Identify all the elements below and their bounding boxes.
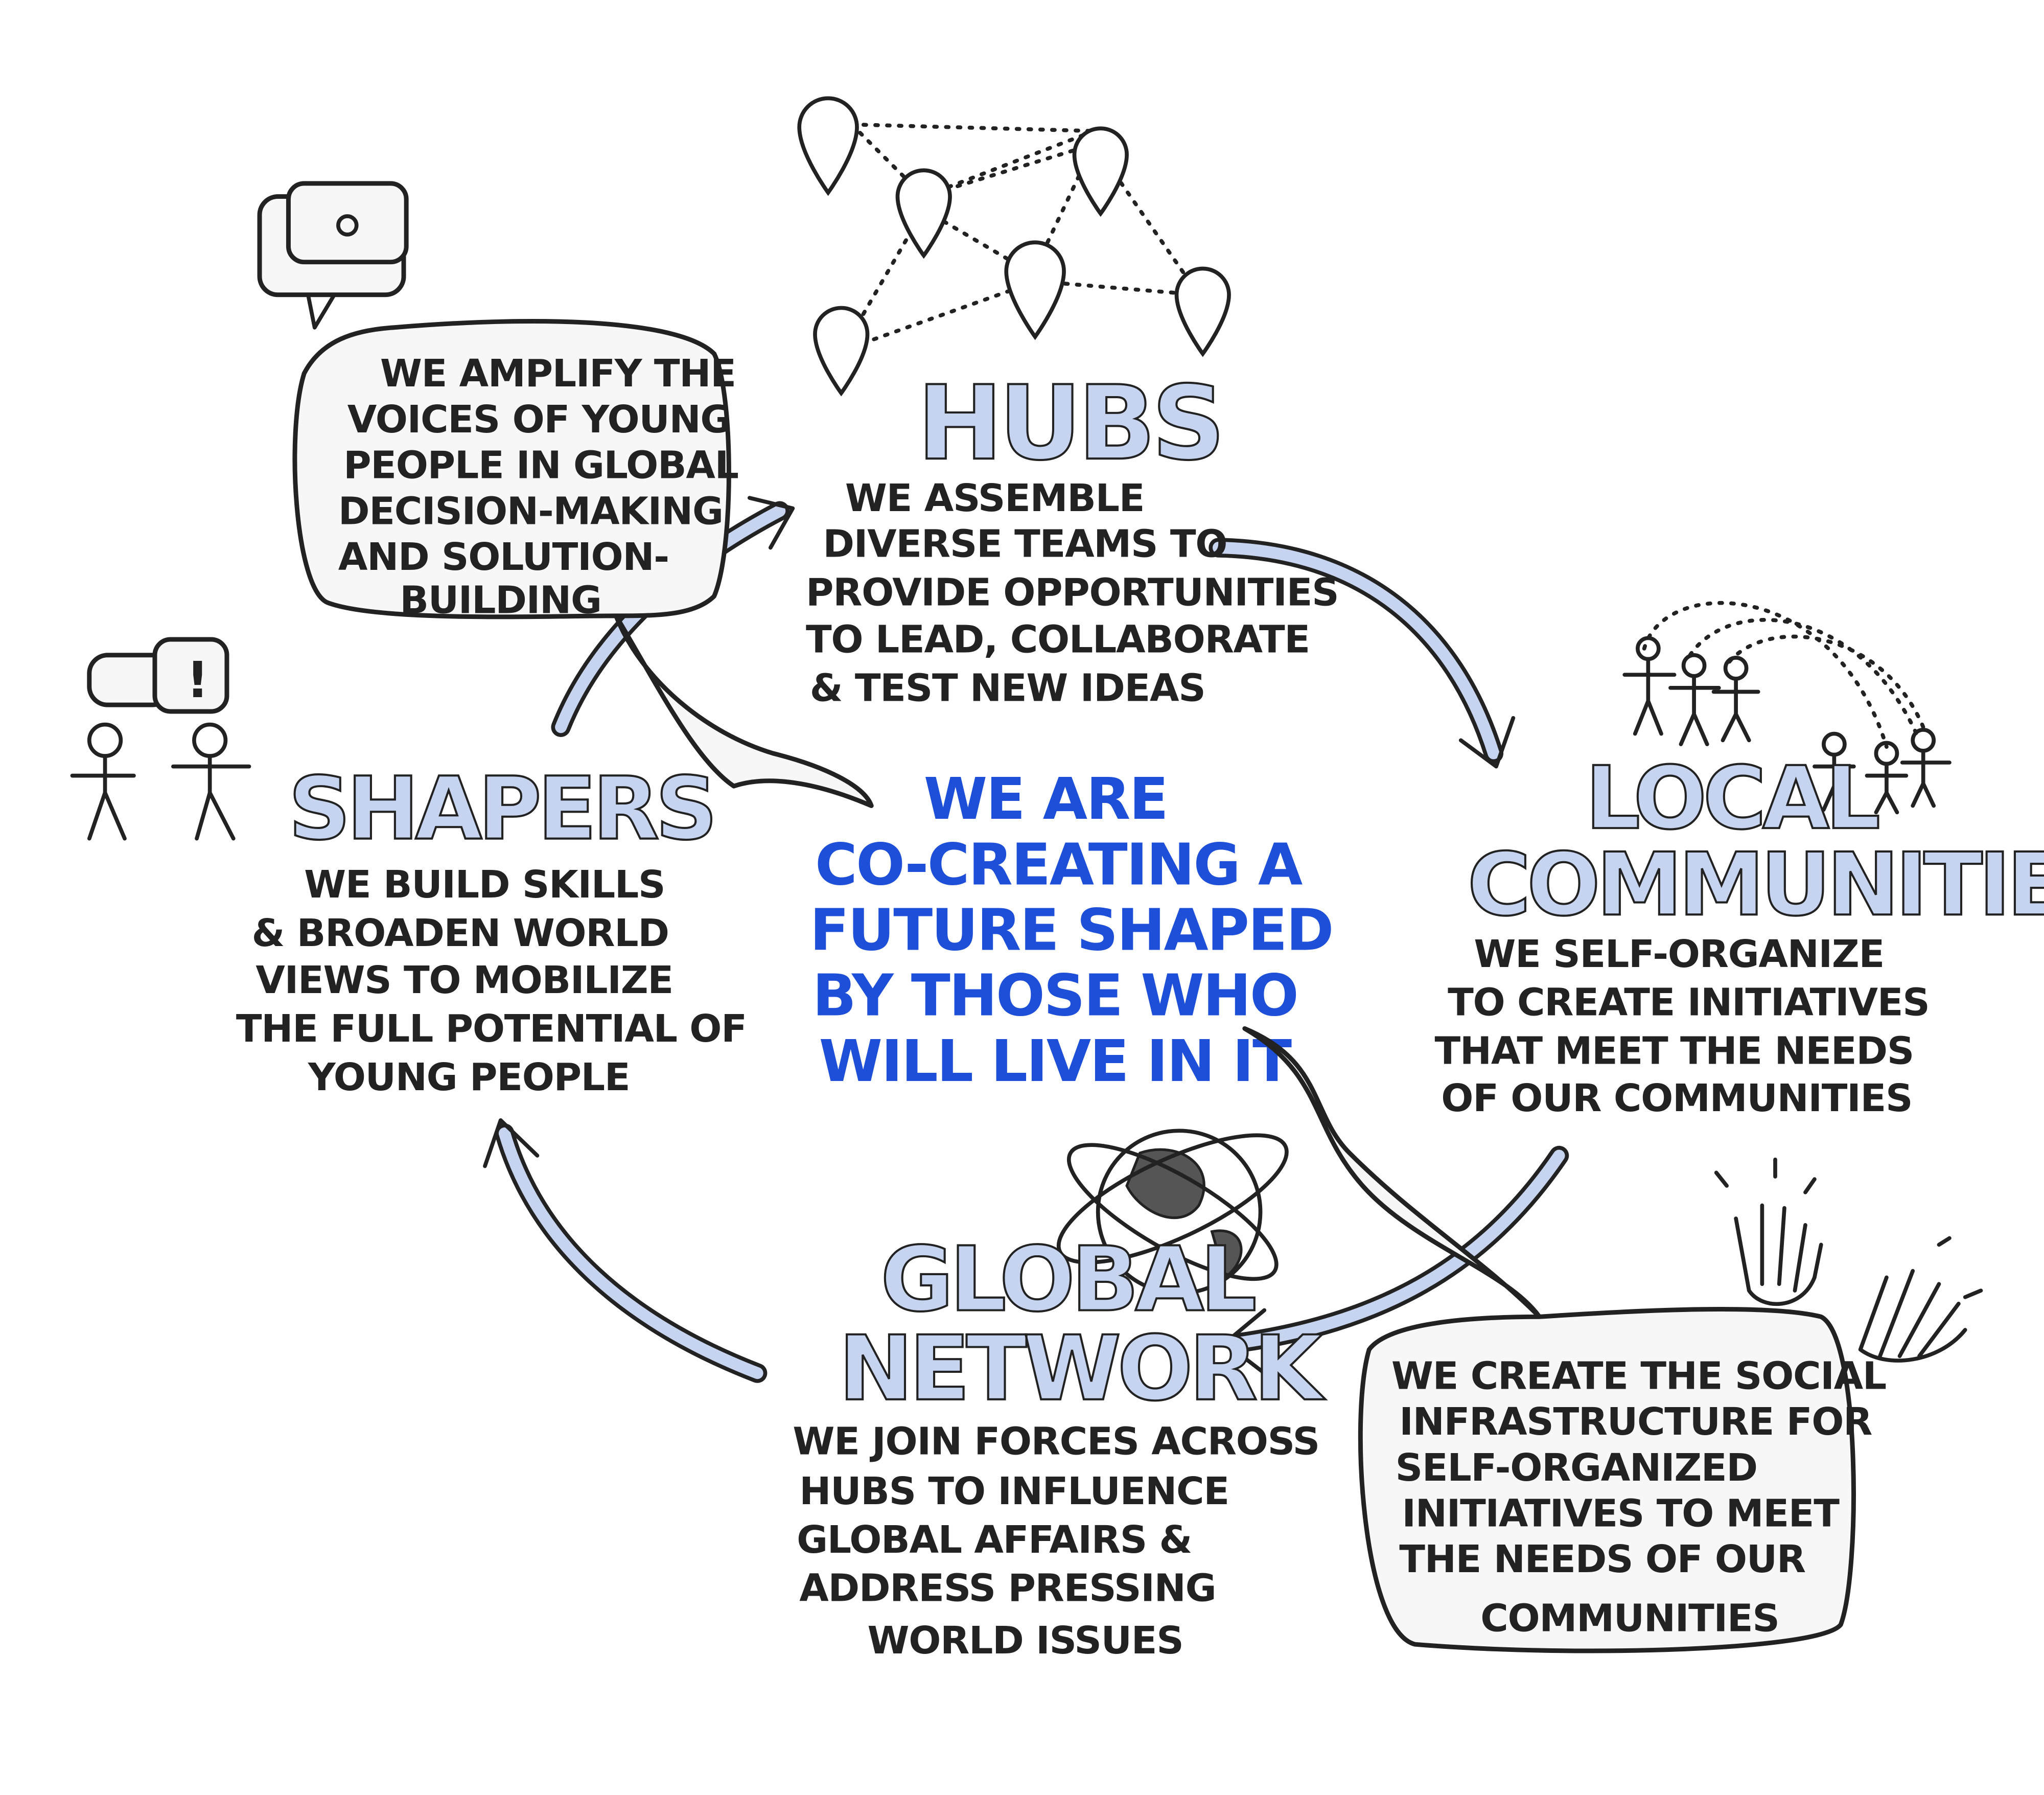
people-group-icon [1622,601,1952,815]
shapers-people-icon: ! [70,637,251,841]
global-text: WE JOIN FORCES ACROSS HUBS TO INFLUENCE … [793,1419,1332,1663]
local-text: WE SELF-ORGANIZE TO CREATE INITIATIVES T… [1435,932,1942,1120]
voices-speech-bubble: WE AMPLIFY THE VOICES OF YOUNG PEOPLE IN… [292,319,874,809]
global-title-2: NETWORK [839,1317,1326,1421]
hubs-title: HUBS [917,364,1221,483]
raised-hands-icon [1714,1157,1983,1363]
shapers-text: WE BUILD SKILLS & BROADEN WORLD VIEWS TO… [236,862,759,1099]
hubs-text: WE ASSEMBLE DIVERSE TEAMS TO PROVIDE OPP… [806,476,1351,710]
voices-text: WE AMPLIFY THE VOICES OF YOUNG PEOPLE IN… [338,351,751,622]
global-title-1: GLOBAL [880,1228,1255,1332]
social-text: WE CREATE THE SOCIAL INFRASTRUCTURE FOR … [1391,1353,1899,1640]
chat-icon [257,181,409,330]
arrow-local-to-global [1223,1145,1569,1375]
local-title-2: COMMUNITIES [1468,834,2044,935]
local-title-1: LOCAL [1585,748,1878,848]
arrow-global-to-shapers [483,1118,768,1383]
hubs-pins-network [797,96,1231,397]
globe-icon [1056,1129,1289,1296]
arrow-hubs-to-local [1209,538,1516,769]
social-speech-bubble: WE CREATE THE SOCIAL INFRASTRUCTURE FOR … [1242,1026,1899,1653]
svg-text:!: ! [186,651,208,709]
center-statement: WE ARE CO-CREATING A FUTURE SHAPED BY TH… [810,765,1352,1095]
shapers-title: SHAPERS [288,758,713,859]
